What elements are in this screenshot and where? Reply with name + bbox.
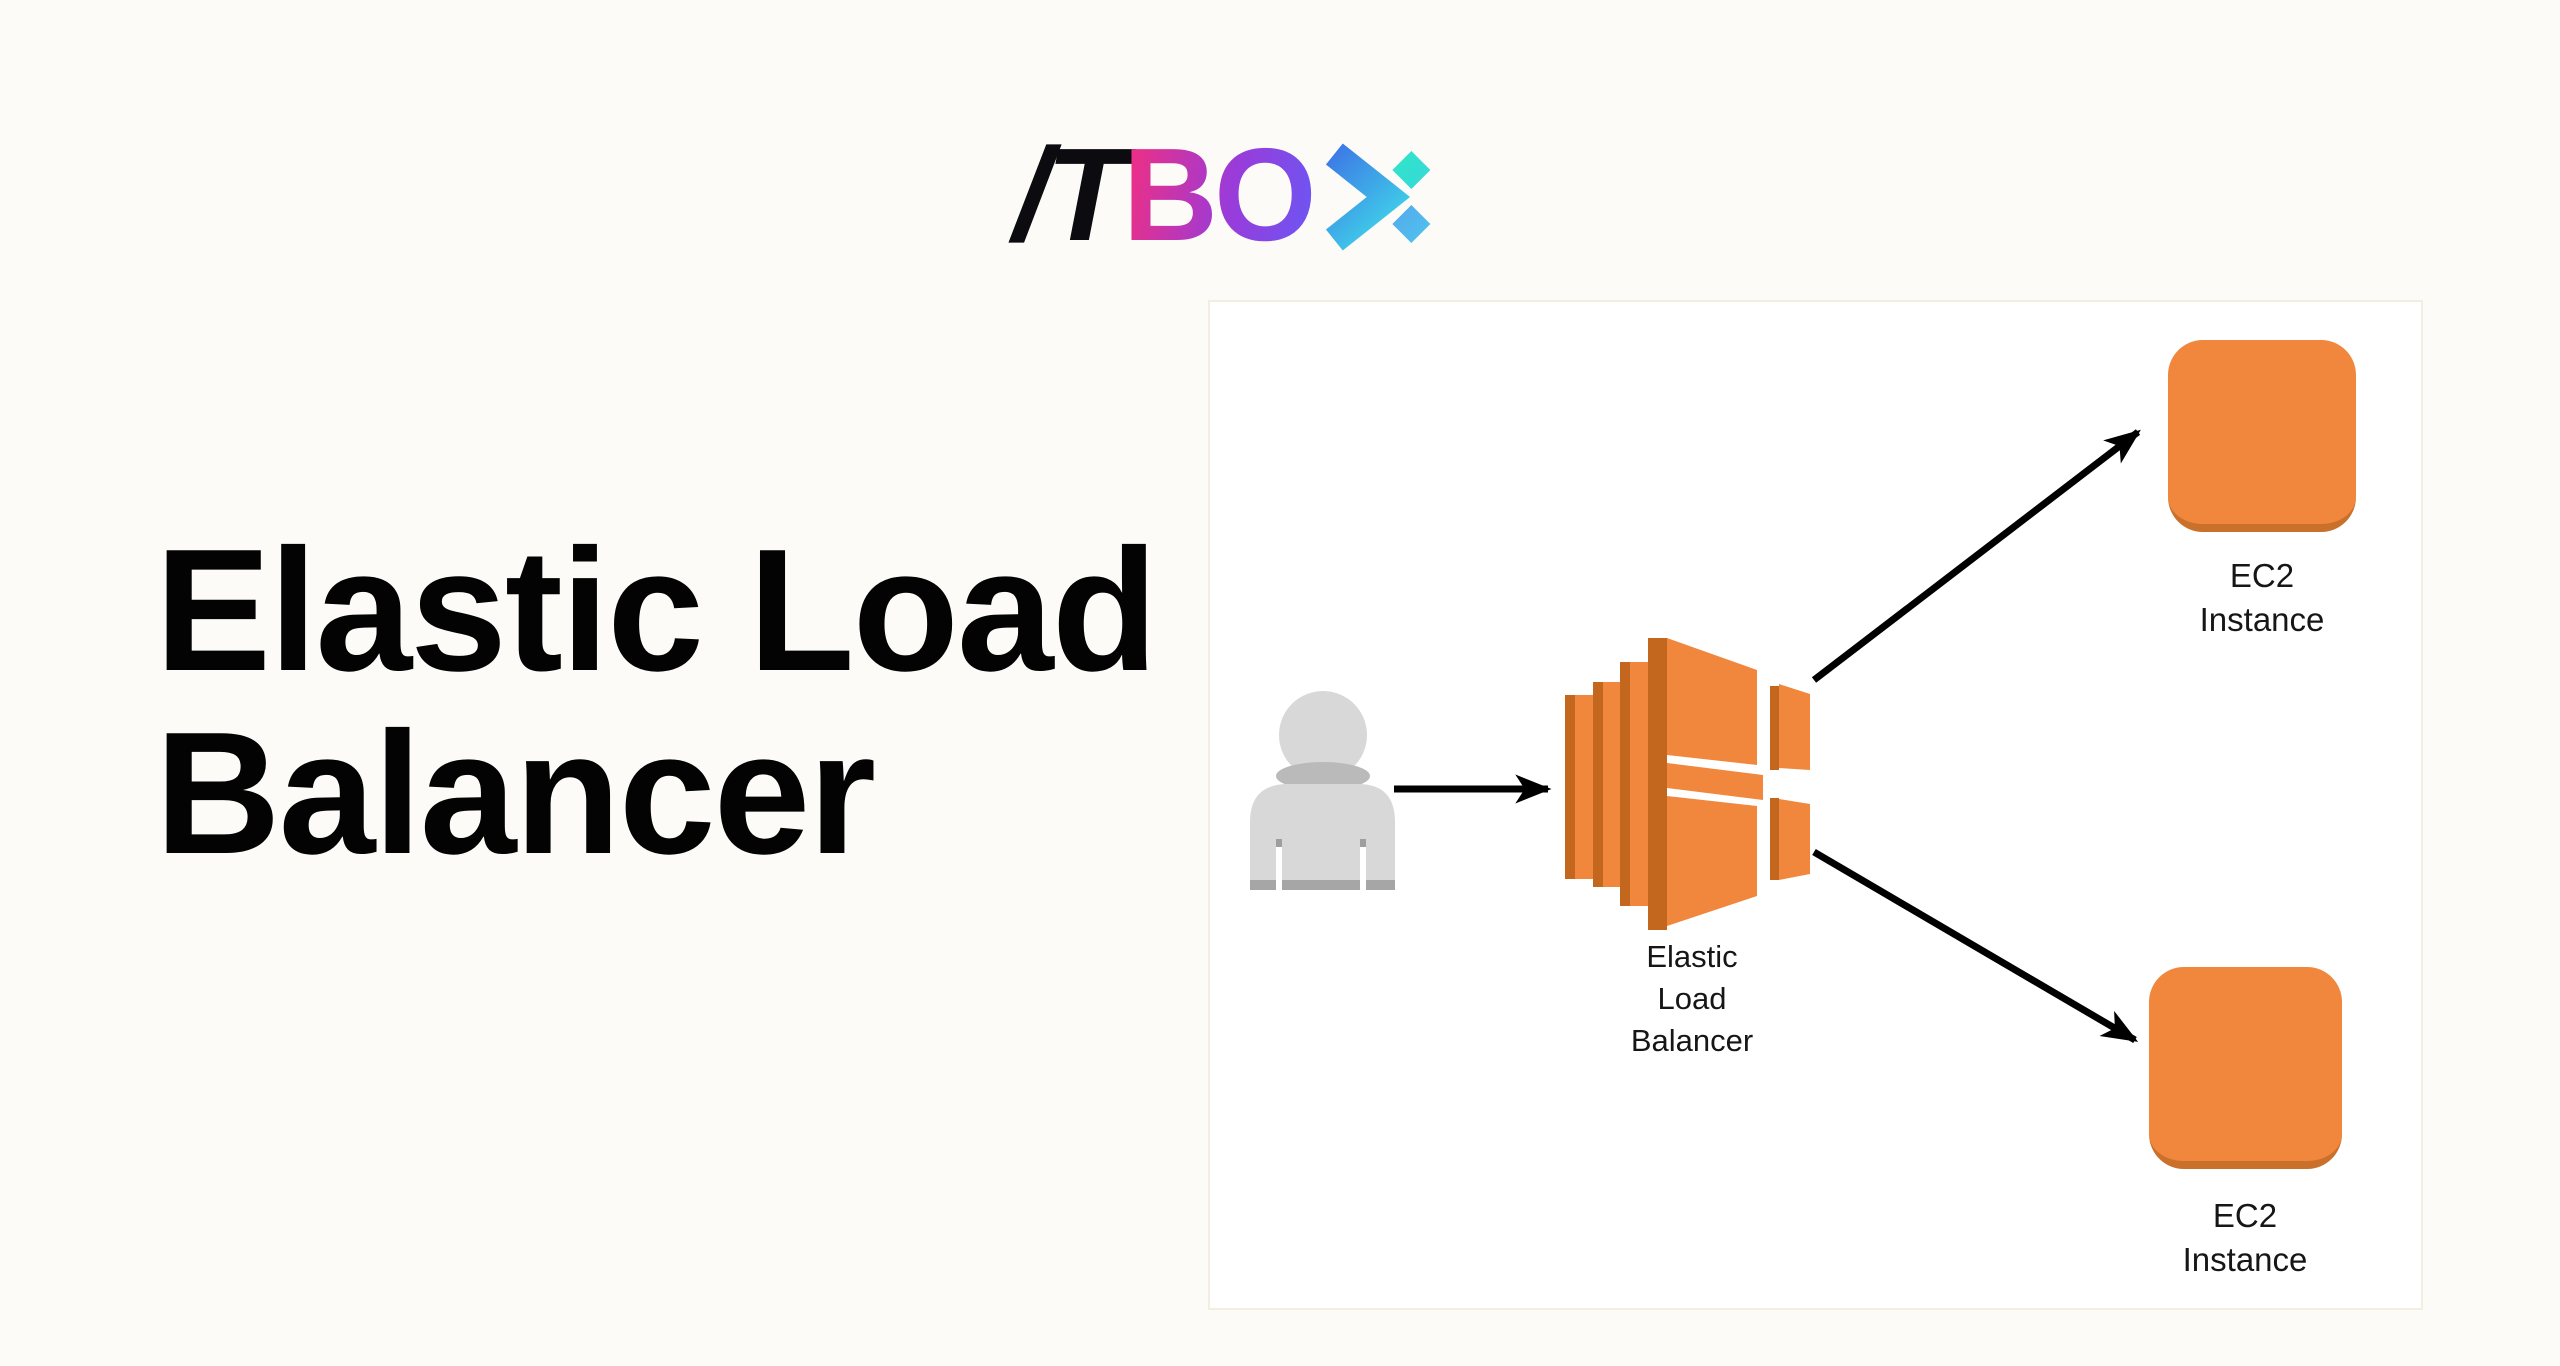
- page-title: Elastic Load Balancer: [155, 512, 1158, 890]
- diagram-graphics: [1250, 429, 2141, 1044]
- ec2-instance-top-box: [2168, 340, 2356, 532]
- user-icon: [1250, 691, 1395, 890]
- arrow-elb-to-ec2-bottom: [1812, 848, 2139, 1044]
- itbox-x-icon: [1326, 143, 1431, 251]
- elb-label: Elastic Load Balancer: [1630, 939, 1754, 1058]
- ec2-top-label: EC2 Instance: [2199, 557, 2325, 638]
- diagram-canvas: Elastic Load Balancer EC2 Instance EC2 I…: [1208, 300, 2423, 1310]
- arrow-elb-to-ec2-top: [1811, 429, 2141, 683]
- logo-bo-text: BO: [1123, 128, 1317, 260]
- ec2-instance-bottom-box: [2149, 967, 2342, 1169]
- ec2-bottom-label: EC2 Instance: [2182, 1197, 2308, 1278]
- logo-it-text: /T: [1013, 120, 1126, 268]
- elastic-load-balancer-icon: [1565, 638, 1810, 930]
